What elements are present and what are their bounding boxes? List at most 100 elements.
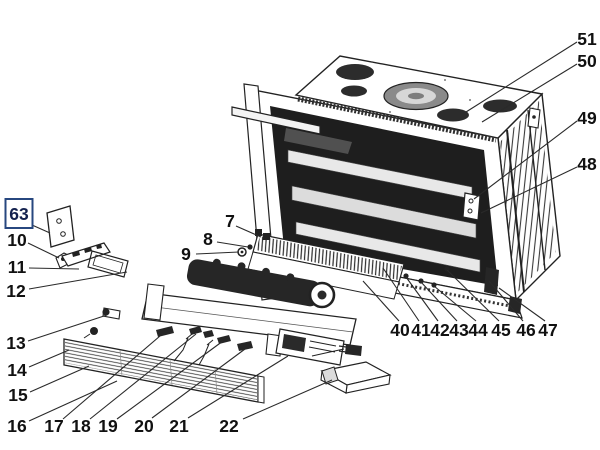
- clip-part: [237, 341, 253, 351]
- part-label-51[interactable]: 51: [577, 29, 597, 49]
- part-label-9[interactable]: 9: [181, 244, 191, 264]
- leader-line-19: [116, 340, 224, 420]
- fastener-parts: [83, 307, 253, 366]
- part-label-22[interactable]: 22: [219, 416, 239, 436]
- leader-line-8: [216, 241, 249, 248]
- broiler-rail: [237, 229, 405, 300]
- leader-line-40: [362, 280, 400, 322]
- burner-tube: [186, 258, 336, 309]
- leader-line-17: [62, 335, 161, 420]
- oven-shelf: [291, 185, 477, 239]
- highlight-box-63[interactable]: [4, 198, 34, 229]
- part-label-48[interactable]: 48: [577, 154, 597, 174]
- power-cord-plug: [311, 344, 362, 357]
- burner-hole-large: [383, 81, 449, 111]
- burner-hole: [336, 64, 374, 80]
- leader-line-18: [89, 333, 197, 420]
- leader-line-41: [382, 267, 420, 322]
- leader-line-46: [488, 280, 524, 322]
- burner-assembly: [141, 258, 357, 346]
- part-label-47[interactable]: 47: [538, 320, 557, 340]
- part-label-17[interactable]: 17: [44, 416, 63, 436]
- part-label-19[interactable]: 19: [98, 416, 118, 436]
- burner-hole: [341, 85, 367, 97]
- leader-line-22: [242, 379, 333, 420]
- clip-part: [156, 326, 174, 337]
- oven-leg: [508, 296, 522, 314]
- oven-cavity: [270, 106, 498, 286]
- leader-line-63: [31, 224, 51, 234]
- wire: [198, 343, 210, 366]
- part-label-12[interactable]: 12: [6, 281, 26, 301]
- leader-lines: [27, 41, 578, 422]
- leader-line-15: [29, 365, 90, 393]
- part-label-50[interactable]: 50: [577, 51, 597, 71]
- leader-line-9: [195, 251, 240, 255]
- rail-bracket: [255, 229, 262, 236]
- part-label-43[interactable]: 43: [449, 320, 469, 340]
- leader-line-47: [498, 287, 546, 322]
- burner-drawer-part-22: [320, 361, 392, 394]
- leader-line-13: [27, 314, 108, 342]
- part-label-7[interactable]: 7: [225, 211, 235, 231]
- control-box: [265, 328, 362, 366]
- part-label-16[interactable]: 16: [7, 416, 27, 436]
- oven-shelf: [295, 221, 481, 273]
- fastener-screw: [444, 266, 450, 272]
- burner-hole: [483, 99, 517, 113]
- part-label-13[interactable]: 13: [6, 333, 26, 353]
- part-label-18[interactable]: 18: [71, 416, 91, 436]
- leader-line-45: [446, 269, 500, 322]
- leader-line-14: [28, 349, 70, 368]
- part-label-15[interactable]: 15: [8, 385, 28, 405]
- part-label-20[interactable]: 20: [134, 416, 154, 436]
- part-label-41[interactable]: 41: [411, 320, 431, 340]
- clip-part: [203, 330, 214, 338]
- channel-part-11: [61, 242, 111, 267]
- part-label-11[interactable]: 11: [8, 257, 27, 277]
- part-label-49[interactable]: 49: [577, 108, 597, 128]
- part-label-46[interactable]: 46: [516, 320, 536, 340]
- leader-line-16: [28, 380, 118, 422]
- fastener-screw: [403, 273, 409, 279]
- leader-line-50: [481, 63, 578, 123]
- leader-line-42: [405, 276, 439, 322]
- part-label-21[interactable]: 21: [169, 416, 189, 436]
- leader-line-49: [473, 120, 578, 200]
- leader-line-43: [420, 281, 458, 322]
- screw-part: [90, 327, 98, 335]
- fastener-screw: [431, 282, 437, 288]
- mounting-plate-63: [46, 205, 75, 248]
- leader-line-11: [28, 267, 80, 270]
- clip-part: [189, 326, 202, 335]
- part-label-42[interactable]: 42: [430, 320, 450, 340]
- cooktop: [294, 55, 544, 143]
- part-label-40[interactable]: 40: [390, 320, 410, 340]
- fastener-screw: [418, 278, 424, 284]
- part-label-63[interactable]: 63: [9, 204, 29, 224]
- leader-line-51: [465, 41, 578, 113]
- rail-bracket: [263, 233, 270, 240]
- cylinder-part-13: [102, 307, 121, 320]
- leader-line-44: [433, 285, 477, 322]
- part-label-44[interactable]: 44: [468, 320, 488, 340]
- leader-line-7: [235, 225, 262, 238]
- part-label-45[interactable]: 45: [491, 320, 511, 340]
- grill-rod: [231, 106, 321, 135]
- leader-line-48: [480, 166, 578, 214]
- screw-part-8: [247, 244, 253, 250]
- leader-line-12: [28, 271, 128, 290]
- clip-part: [217, 335, 231, 344]
- leader-line-21: [187, 355, 289, 419]
- part-label-10[interactable]: 10: [7, 230, 27, 250]
- part-label-8[interactable]: 8: [203, 229, 213, 249]
- burner-hole: [437, 108, 469, 122]
- front-grill-panel: [63, 338, 265, 404]
- leader-line-20: [151, 348, 246, 419]
- corner-bracket: [527, 107, 541, 129]
- hinge-bracket: [462, 192, 481, 221]
- part-label-14[interactable]: 14: [7, 360, 27, 380]
